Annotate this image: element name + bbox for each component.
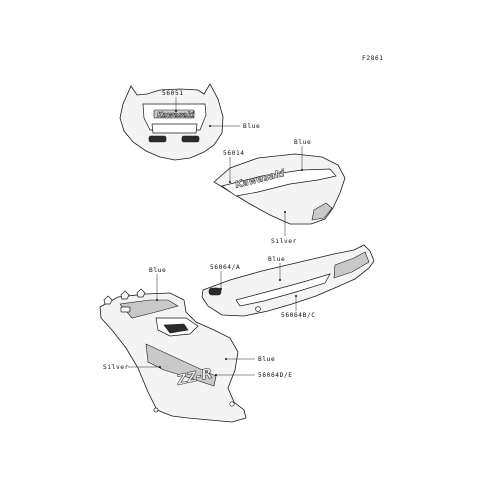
fuel-tank-decal: Kawasaki [213,153,346,225]
fairing-zzr-logo: ZZ-R [175,366,214,389]
upper-cowl-decal: Kawasaki [119,83,224,161]
side-cover-decal [201,244,375,317]
tank-silver-label: Silver [271,238,297,245]
part-56051-label: 56051 [162,90,184,97]
fairing-silver-label: Silver [103,364,129,371]
part-56064de-label: 56064D/E [258,372,293,379]
part-56064bc-label: 56064B/C [281,312,316,319]
side-fairing-decal: ZZ-R [99,288,247,423]
tail-blue-label: Blue [268,256,285,263]
fairing-top-blue-label: Blue [149,267,166,274]
tank-blue-label: Blue [294,139,311,146]
part-56064a-label: 56064/A [210,264,240,271]
part-56014-label: 56014 [223,150,245,157]
fairing-blue-label: Blue [258,356,275,363]
cowl-blue-label: Blue [243,123,260,130]
cowl-kawasaki-logo: Kawasaki [157,111,195,119]
figure-code: F2861 [362,55,384,62]
